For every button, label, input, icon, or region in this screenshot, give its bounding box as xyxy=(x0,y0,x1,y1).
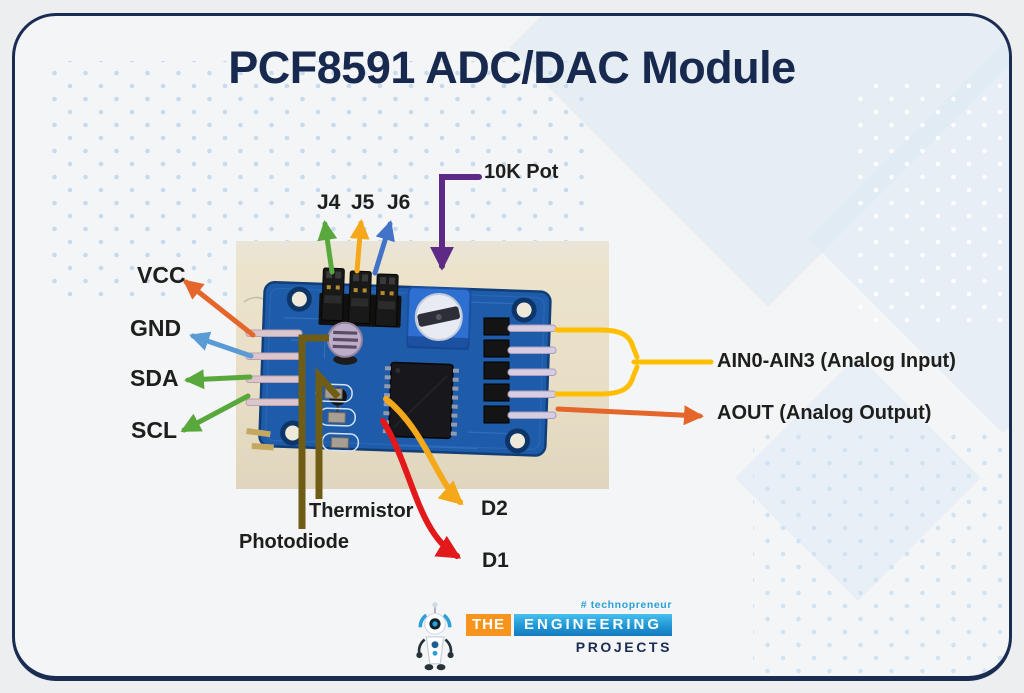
label-photodiode: Photodiode xyxy=(239,531,349,553)
label-sda: SDA xyxy=(130,365,179,391)
label-d2: D2 xyxy=(481,497,508,520)
slide-frame xyxy=(12,13,1012,681)
label-aout: AOUT (Analog Output) xyxy=(717,402,932,424)
robot-mascot-icon xyxy=(416,602,454,671)
background-decor xyxy=(48,16,1009,673)
label-10k-pot: 10K Pot xyxy=(484,161,559,183)
label-ain: AIN0-AIN3 (Analog Input) xyxy=(717,350,956,372)
logo-tagline: # technopreneur xyxy=(580,599,673,611)
dot-grid-top-right xyxy=(858,78,1008,328)
label-vcc: VCC xyxy=(137,262,186,288)
page-title: PCF8591 ADC/DAC Module xyxy=(228,42,796,93)
label-scl: SCL xyxy=(131,417,177,443)
label-j6: J6 xyxy=(387,191,411,214)
dot-grid-bottom-right xyxy=(753,428,1008,673)
label-j5: J5 xyxy=(351,191,375,214)
logo-engineering: ENGINEERING xyxy=(514,614,673,636)
label-gnd: GND xyxy=(130,315,182,341)
label-d1: D1 xyxy=(482,549,509,572)
label-j4: J4 xyxy=(317,191,341,214)
label-thermistor: Thermistor xyxy=(309,500,414,522)
logo-projects: PROJECTS xyxy=(575,639,673,655)
logo-the: THE xyxy=(466,614,511,636)
brand-logo: # technopreneur THE ENGINEERING PROJECTS xyxy=(409,599,673,673)
